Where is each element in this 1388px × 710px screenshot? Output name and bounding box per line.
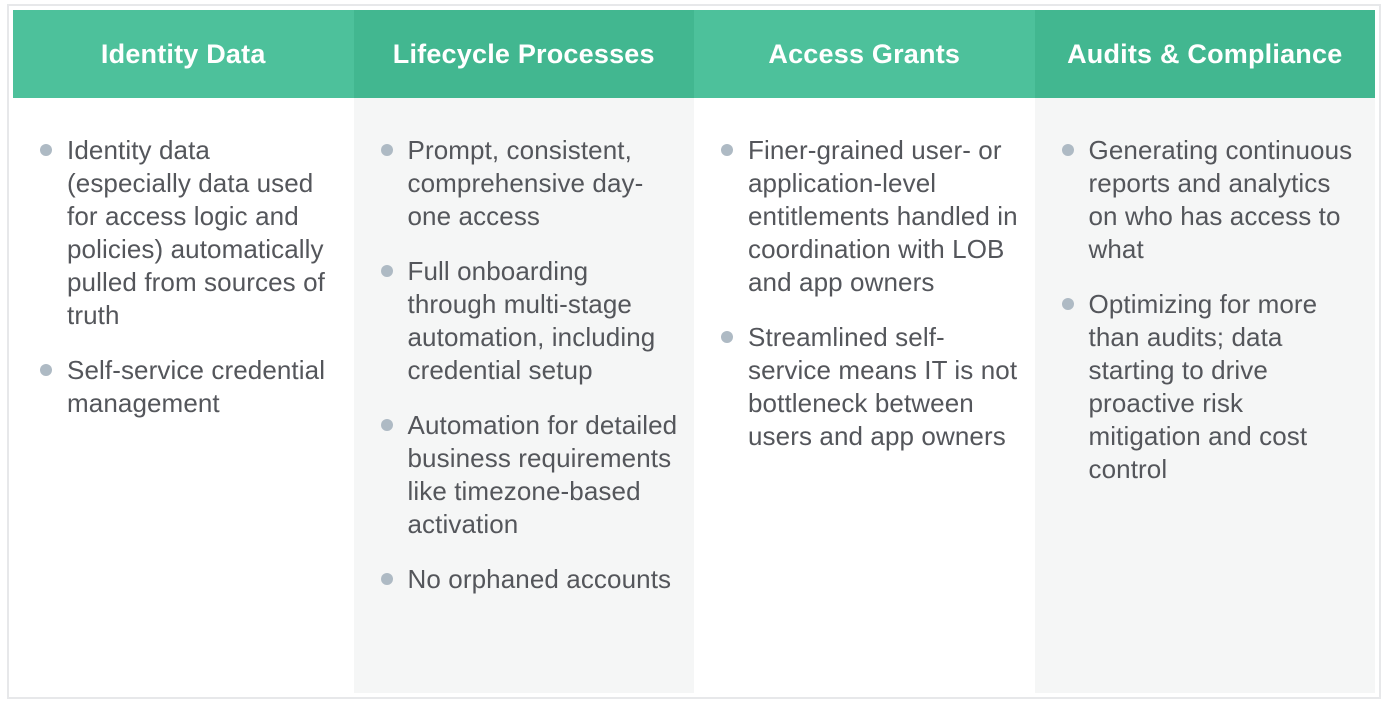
bullet-icon <box>380 573 393 585</box>
list-item-text: No orphaned accounts <box>407 564 672 594</box>
list-item-text: Full onboarding through multi-stage auto… <box>407 256 656 385</box>
bullet-icon <box>380 144 393 156</box>
bullet-list: Identity data (especially data used for … <box>13 134 340 420</box>
column-header-label: Audits & Compliance <box>1067 38 1343 69</box>
column-header-lifecycle-processes: Lifecycle Processes <box>353 10 694 98</box>
list-item-text: Finer-grained user- or application-level… <box>748 135 1018 297</box>
list-item: Identity data (especially data used for … <box>13 134 340 332</box>
list-item-text: Streamlined self-service means IT is not… <box>748 322 1018 451</box>
column-audits-compliance: Audits & Compliance Generating continuou… <box>1034 10 1375 693</box>
list-item: Prompt, consistent, comprehensive day-on… <box>354 134 681 233</box>
bullet-icon <box>1061 144 1074 156</box>
list-item: Self-service credential management <box>13 354 340 420</box>
list-item: Full onboarding through multi-stage auto… <box>354 255 681 387</box>
bullet-icon <box>380 419 393 431</box>
column-identity-data: Identity Data Identity data (especially … <box>13 10 354 693</box>
column-lifecycle-processes: Lifecycle Processes Prompt, consistent, … <box>353 10 694 693</box>
bullet-icon <box>40 144 52 156</box>
bullet-icon <box>380 265 393 277</box>
list-item-text: Self-service credential management <box>67 355 326 418</box>
list-item: No orphaned accounts <box>354 563 681 596</box>
bullet-icon <box>721 331 733 343</box>
column-header-access-grants: Access Grants <box>694 10 1035 98</box>
list-item-text: Identity data (especially data used for … <box>67 135 325 330</box>
list-item: Optimizing for more than audits; data st… <box>1035 288 1362 486</box>
bullet-icon <box>1061 298 1074 310</box>
column-header-label: Lifecycle Processes <box>392 38 655 69</box>
column-header-label: Identity Data <box>100 38 266 69</box>
bullet-list: Finer-grained user- or application-level… <box>694 134 1021 453</box>
bullet-icon <box>721 144 733 156</box>
list-item-text: Generating continuous reports and analyt… <box>1088 135 1353 264</box>
list-item: Finer-grained user- or application-level… <box>694 134 1021 299</box>
column-access-grants: Access Grants Finer-grained user- or app… <box>694 10 1035 693</box>
list-item: Generating continuous reports and analyt… <box>1035 134 1362 266</box>
list-item: Streamlined self-service means IT is not… <box>694 321 1021 453</box>
bullet-list: Prompt, consistent, comprehensive day-on… <box>354 134 681 596</box>
comparison-table: Identity Data Identity data (especially … <box>13 10 1375 693</box>
list-item-text: Automation for detailed business require… <box>407 410 678 539</box>
column-body-audits-compliance: Generating continuous reports and analyt… <box>1034 98 1375 693</box>
list-item-text: Optimizing for more than audits; data st… <box>1088 289 1318 484</box>
list-item: Automation for detailed business require… <box>354 409 681 541</box>
column-header-audits-compliance: Audits & Compliance <box>1034 10 1375 98</box>
column-body-lifecycle-processes: Prompt, consistent, comprehensive day-on… <box>353 98 694 693</box>
column-header-label: Access Grants <box>768 38 961 69</box>
comparison-table-panel: Identity Data Identity data (especially … <box>7 4 1381 699</box>
list-item-text: Prompt, consistent, comprehensive day-on… <box>407 135 644 231</box>
bullet-list: Generating continuous reports and analyt… <box>1035 134 1362 486</box>
column-body-access-grants: Finer-grained user- or application-level… <box>694 98 1035 693</box>
bullet-icon <box>40 364 52 376</box>
column-body-identity-data: Identity data (especially data used for … <box>13 98 354 693</box>
column-header-identity-data: Identity Data <box>13 10 354 98</box>
